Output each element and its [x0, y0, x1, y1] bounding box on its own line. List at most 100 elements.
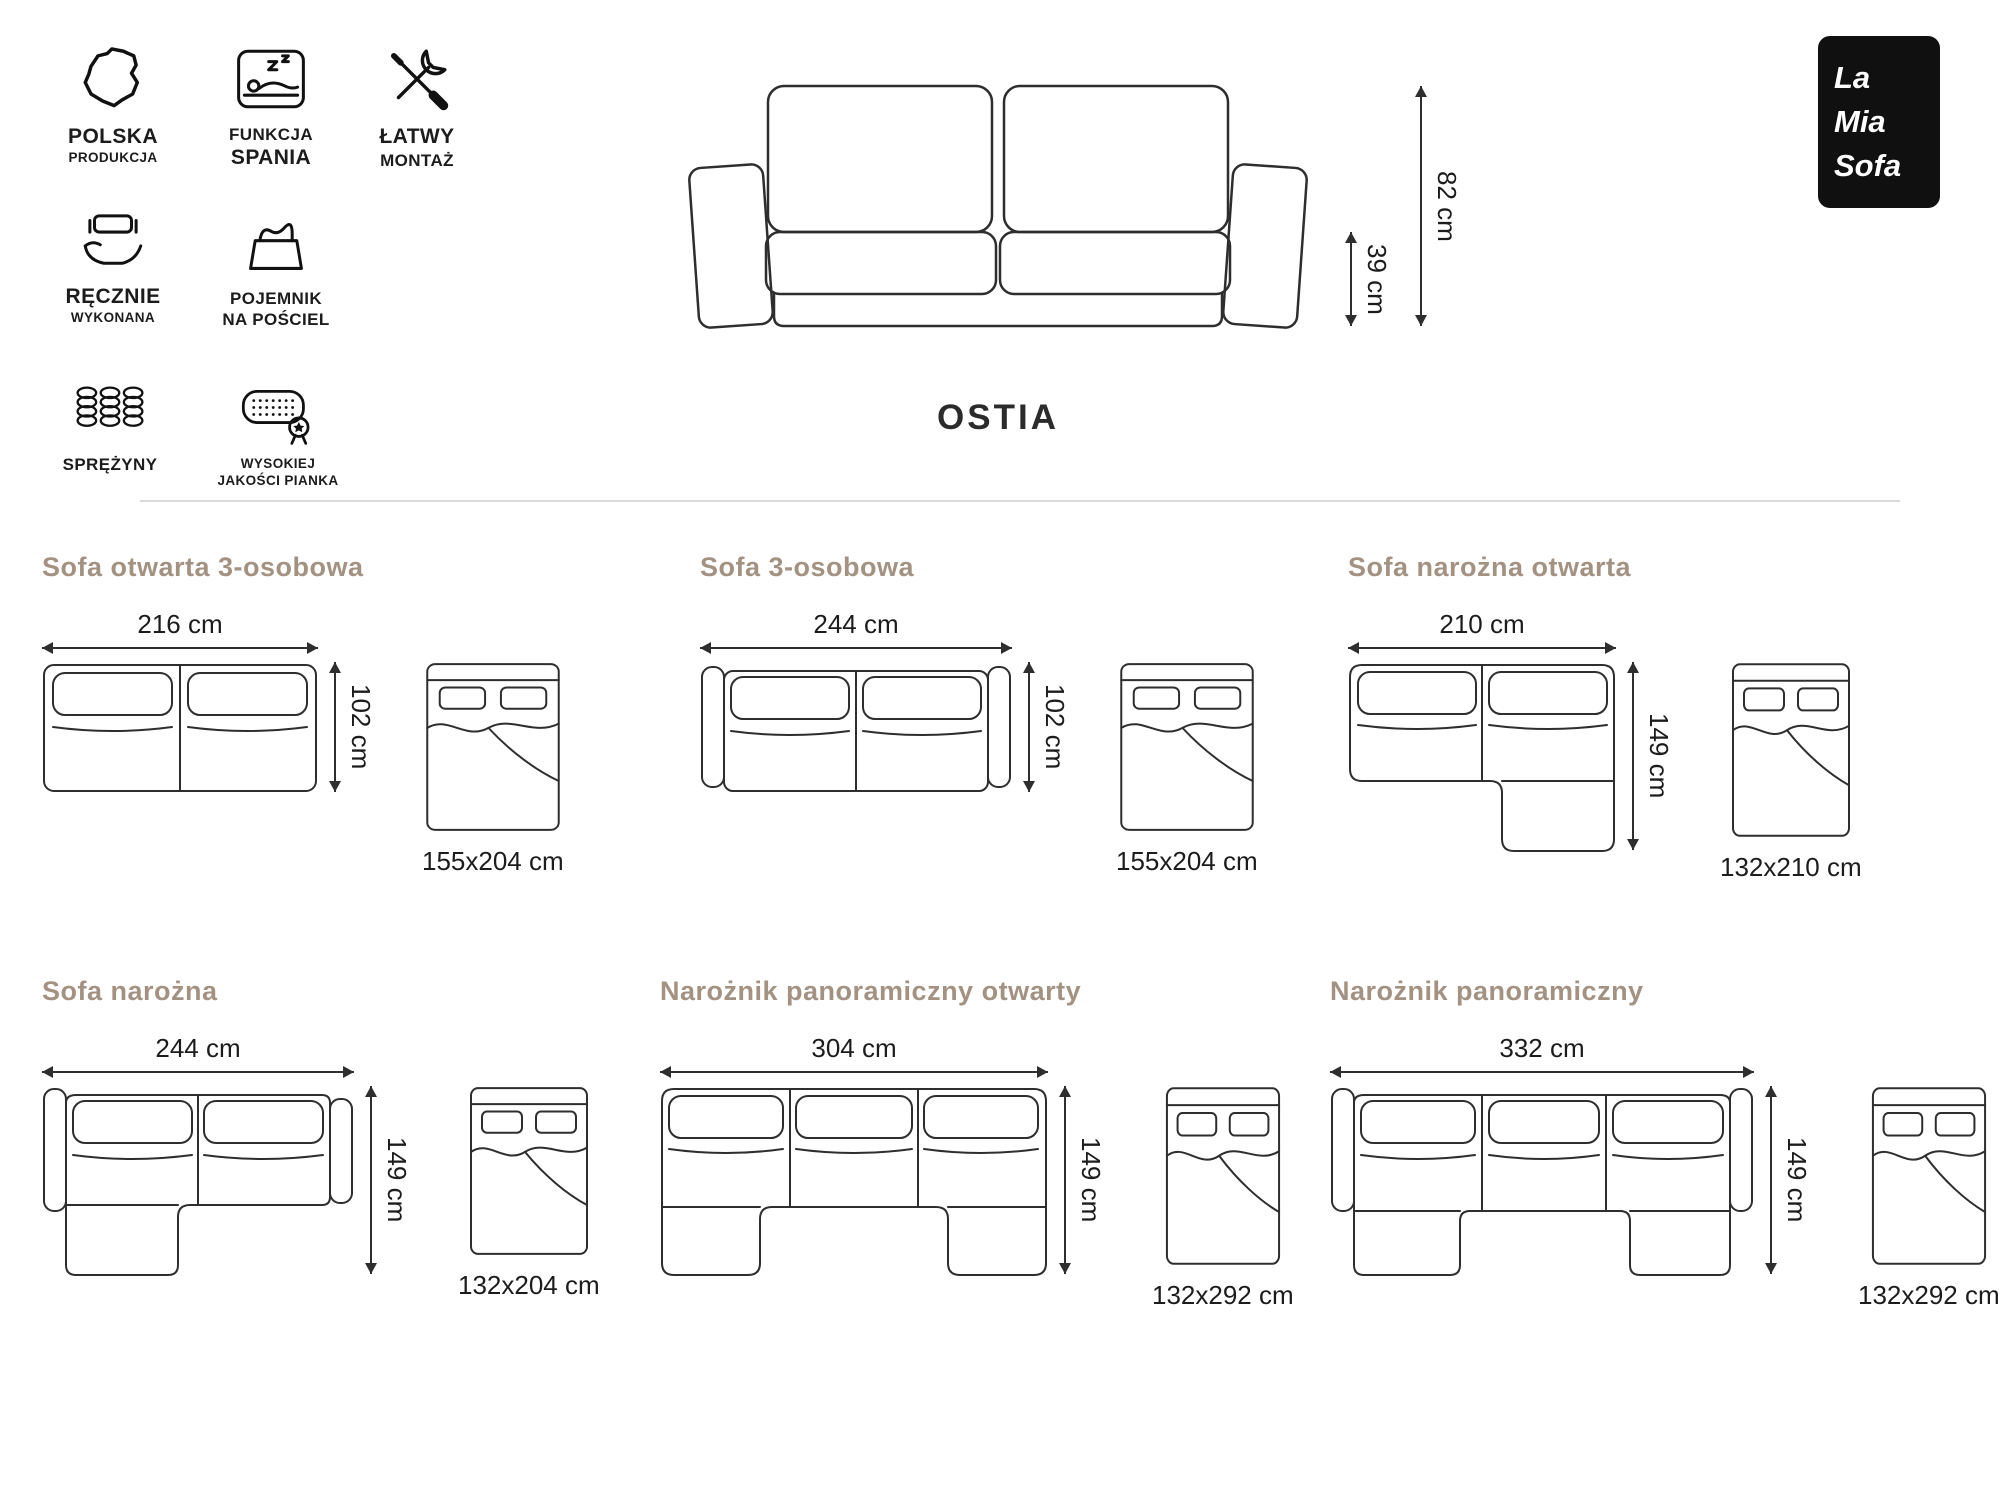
- bed-top-view-drawing: [1871, 1086, 1987, 1266]
- brand-logo-line3: Sofa: [1834, 148, 1902, 183]
- width-dimension: 244 cm: [42, 1033, 354, 1078]
- bed-top-view-drawing: [425, 662, 561, 832]
- dimension-arrow: [1345, 232, 1357, 326]
- width-label: 244 cm: [155, 1033, 241, 1063]
- feature-funkcja-spania: FUNKCJA SPANIA: [196, 42, 346, 172]
- width-dimension: 244 cm: [700, 609, 1012, 654]
- dimension-arrow: [1023, 662, 1035, 792]
- variant-title: Sofa narożna otwarta: [1348, 552, 1632, 582]
- tools-icon: [390, 49, 449, 111]
- dimension-arrow: [1627, 662, 1639, 850]
- bed-top-view-drawing: [1731, 662, 1851, 838]
- bed-top-view-drawing: [1119, 662, 1255, 832]
- feature-sublabel: SPANIA: [230, 146, 312, 170]
- width-label: 304 cm: [811, 1033, 897, 1063]
- dimension-arrow: [42, 1066, 354, 1078]
- handmade-icon: [83, 214, 143, 265]
- bed-size-label: 132x292 cm: [1152, 1280, 1294, 1310]
- sofa-front-view: [678, 82, 1318, 332]
- brand-logo-line2: Mia: [1834, 103, 1886, 139]
- bed-size-label: 155x204 cm: [422, 846, 564, 876]
- width-dimension: 304 cm: [660, 1033, 1048, 1078]
- panoramic-sofa-top-view-drawing: [661, 1088, 1047, 1276]
- variant-title: Narożnik panoramiczny otwarty: [660, 976, 1082, 1006]
- sleeping-area: 155x204 cm: [422, 662, 564, 877]
- depth-label: 149 cm: [1076, 1137, 1106, 1223]
- dimension-arrow: [1765, 1086, 1777, 1274]
- width-label: 210 cm: [1439, 609, 1525, 639]
- sleeping-area: 132x204 cm: [458, 1086, 600, 1301]
- feature-label: FUNKCJA: [228, 125, 314, 144]
- panoramic-sofa-top-view-drawing: [1331, 1088, 1753, 1276]
- bed-size-label: 132x210 cm: [1720, 852, 1862, 882]
- sofa-front-view-drawing: [688, 84, 1308, 329]
- variant-sofa-narozna-otwarta: Sofa narożna otwarta 210 cm 149 cm: [1348, 552, 1862, 883]
- depth-dimension: 149 cm: [1627, 662, 1674, 850]
- feature-recznie-wykonana: RĘCZNIE WYKONANA: [38, 202, 188, 327]
- sofa-top-view-drawing: [701, 666, 1011, 792]
- brand-logo: La Mia Sofa: [1818, 36, 1940, 208]
- variant-sofa-3-osobowa: Sofa 3-osobowa 244 cm 1: [700, 552, 1258, 877]
- brand-logo-line1: La: [1834, 59, 1871, 95]
- depth-label: 149 cm: [1782, 1137, 1812, 1223]
- feature-label: RĘCZNIE: [65, 285, 161, 308]
- bed-size-label: 155x204 cm: [1116, 846, 1258, 876]
- dimension-arrow: [700, 642, 1012, 654]
- total-height-dimension: 82 cm: [1415, 86, 1462, 326]
- sleeping-area: 155x204 cm: [1116, 662, 1258, 877]
- sleeping-area: 132x210 cm: [1720, 662, 1862, 883]
- corner-sofa-top-view-drawing: [43, 1088, 353, 1276]
- bed-size-label: 132x292 cm: [1858, 1280, 2000, 1310]
- feature-polska-produkcja: POLSKA PRODUKCJA: [38, 42, 188, 167]
- dimension-arrow: [1415, 86, 1427, 326]
- depth-label: 102 cm: [1040, 684, 1070, 770]
- feature-sublabel: WYKONANA: [70, 310, 156, 326]
- feature-latwy-montaz: ŁATWY MONTAŻ: [352, 42, 482, 172]
- springs-icon: [76, 386, 144, 427]
- dimension-arrow: [660, 1066, 1048, 1078]
- depth-label: 149 cm: [1644, 713, 1674, 799]
- sleeping-area: 132x292 cm: [1152, 1086, 1294, 1311]
- bed-size-label: 132x204 cm: [458, 1270, 600, 1300]
- feature-sublabel: JAKOŚCI PIANKA: [217, 472, 339, 488]
- variant-title: Sofa 3-osobowa: [700, 552, 915, 582]
- dimension-arrow: [1348, 642, 1616, 654]
- variant-sofa-narozna: Sofa narożna 244 cm: [42, 976, 600, 1301]
- width-label: 332 cm: [1499, 1033, 1585, 1063]
- dimension-arrow: [1059, 1086, 1071, 1274]
- sleeping-area: 132x292 cm: [1858, 1086, 2000, 1311]
- depth-label: 149 cm: [382, 1137, 412, 1223]
- dimension-arrow: [329, 662, 341, 792]
- feature-wysokiej-jakosci-pianka: WYSOKIEJ JAKOŚCI PIANKA: [196, 374, 360, 490]
- dimension-arrow: [1330, 1066, 1754, 1078]
- bedding-container-icon: [249, 223, 303, 270]
- seat-height-label: 39 cm: [1362, 243, 1392, 315]
- depth-dimension: 102 cm: [1023, 662, 1070, 792]
- feature-sprezyny: SPRĘŻYNY: [40, 372, 180, 475]
- bed-top-view-drawing: [1165, 1086, 1281, 1266]
- feature-label: WYSOKIEJ: [240, 456, 316, 471]
- sofa-top-view-drawing: [43, 664, 317, 792]
- variant-title: Sofa otwarta 3-osobowa: [42, 552, 364, 582]
- feature-pojemnik-na-posciel: POJEMNIK NA POŚCIEL: [196, 206, 356, 331]
- depth-dimension: 149 cm: [1059, 1086, 1106, 1274]
- depth-dimension: 102 cm: [329, 662, 376, 792]
- foam-quality-icon: [241, 389, 310, 445]
- feature-sublabel: NA POŚCIEL: [222, 310, 330, 330]
- sleep-function-icon: [237, 49, 305, 109]
- width-label: 216 cm: [137, 609, 223, 639]
- feature-label: SPRĘŻYNY: [62, 455, 158, 474]
- bed-top-view-drawing: [469, 1086, 589, 1256]
- variant-title: Narożnik panoramiczny: [1330, 976, 1644, 1006]
- feature-sublabel: PRODUKCJA: [68, 150, 158, 166]
- feature-label: POLSKA: [68, 125, 158, 148]
- product-name: OSTIA: [937, 398, 1059, 437]
- depth-dimension: 149 cm: [1765, 1086, 1812, 1274]
- seat-height-dimension: 39 cm: [1345, 232, 1392, 326]
- variant-naroznik-panoramiczny: Narożnik panoramiczny 332 cm: [1330, 976, 2000, 1311]
- section-divider: [140, 500, 1900, 502]
- variant-naroznik-panoramiczny-otwarty: Narożnik panoramiczny otwarty 304 cm: [660, 976, 1294, 1311]
- width-label: 244 cm: [813, 609, 899, 639]
- variant-title: Sofa narożna: [42, 976, 218, 1006]
